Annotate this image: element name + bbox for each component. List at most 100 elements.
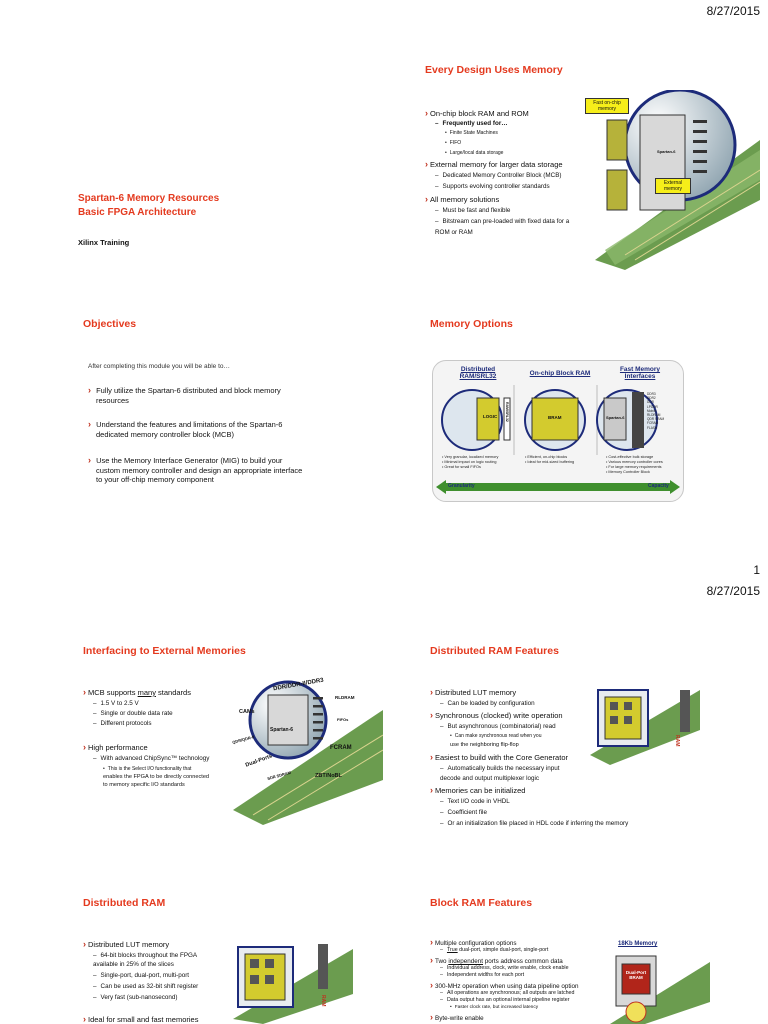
- bullet: Easiest to build with the Core Generator: [430, 752, 568, 763]
- label-fcram: FCRAM: [330, 745, 352, 751]
- objective-2-line2: dedicated memory controller block (MCB): [96, 429, 234, 439]
- col-head-fast-interfaces: Fast Memory Interfaces: [619, 366, 661, 380]
- bullet: decode and output multiplexer logic: [440, 775, 540, 782]
- bullet: Distributed LUT memory: [83, 939, 169, 950]
- ram-srl32-label: RAM/SRL32: [505, 402, 509, 422]
- bullet: Ideal for small and fast memories: [83, 1014, 198, 1024]
- memory-options-diagram: [441, 385, 658, 455]
- bullet: But asynchronous (combinatorial) read: [430, 722, 556, 731]
- bullet: Coefficient file: [430, 808, 487, 817]
- bullet: Finite State Machines: [425, 129, 498, 137]
- memory-types-list: DDR3 DDR2 DDR LPDDR Mobile RLDRAM QDR SR…: [647, 392, 664, 430]
- logic-label: LOGIC: [483, 414, 498, 419]
- bullet: Text I/O code in VHDL: [430, 797, 510, 806]
- slide5-title: Interfacing to External Memories: [83, 645, 246, 657]
- dual-port-bram-label: Dual-Port BRAM: [625, 970, 647, 980]
- bullet: Distributed LUT memory: [430, 687, 516, 698]
- slide7-title: Distributed RAM: [83, 897, 166, 909]
- col3-note: • For large memory requirements: [606, 465, 662, 469]
- label-spartan6: Spartan-6: [270, 727, 294, 733]
- objective-3-line3: to your off-chip memory component: [96, 475, 214, 484]
- bullet: Individual address, clock, write enable,…: [430, 965, 569, 972]
- bullet: ROM or RAM: [435, 229, 473, 236]
- bullet: Can be loaded by configuration: [430, 699, 535, 708]
- page-date-1: 8/27/2015: [706, 4, 760, 18]
- axis-granularity: Granularity: [448, 483, 475, 489]
- distributed-ram-diagram-2: [233, 944, 353, 1024]
- bullet: Multiple configuration options: [430, 937, 517, 949]
- memory-type: DDR3: [647, 392, 656, 396]
- bullet: Supports evolving controller standards: [425, 182, 550, 191]
- slide-interfacing-external-memories: Interfacing to External Memories MCB sup…: [83, 645, 383, 825]
- bullet: Can be used as 32-bit shift register: [83, 982, 199, 991]
- bullet: to memory specific I/O standards: [103, 782, 185, 788]
- bullet: Must be fast and flexible: [425, 206, 511, 215]
- objective-2: Understand the features and limitations …: [88, 420, 282, 439]
- page-date-2: 8/27/2015: [706, 584, 760, 598]
- bram-label: BRAM: [548, 415, 562, 420]
- objective-3-line2: custom memory controller and design an a…: [96, 465, 303, 475]
- col1-note: • Minimal impact on logic routing: [442, 460, 497, 464]
- objective-1: Fully utilize the Spartan-6 distributed …: [88, 386, 281, 405]
- bullet: This is the Select I/O functionality tha…: [83, 765, 192, 773]
- bullet: Single-port, dual-port, multi-port: [83, 971, 190, 980]
- slide-distributed-ram-features: Distributed RAM Features Distributed LUT…: [430, 645, 765, 845]
- granularity-capacity-arrow: [436, 480, 680, 494]
- col3-note: • Cost-effective bulk storage: [606, 455, 654, 459]
- memory-type: DDR2: [647, 396, 656, 401]
- bullet: FIFO: [425, 139, 461, 147]
- slide1-title-line2: Basic FPGA Architecture: [78, 207, 197, 218]
- bullet-mcb-standards: MCB supports many standards: [83, 687, 191, 698]
- underlined: True: [446, 947, 458, 953]
- slide8-title: Block RAM Features: [430, 897, 533, 909]
- slide3-title: Objectives: [83, 318, 137, 330]
- text: ports address common data: [482, 958, 563, 965]
- bullet-two-independent-ports: Two independent ports address common dat…: [430, 955, 563, 967]
- objective-1-line2: resources: [96, 395, 129, 405]
- diagram-title-18kb: 18Kb Memory: [618, 941, 658, 947]
- bullet: All operations are synchronous; all outp…: [430, 990, 575, 997]
- slide2-title: Every Design Uses Memory: [425, 64, 563, 76]
- bullet: available in 25% of the slices: [93, 961, 174, 968]
- slide-title: Spartan-6 Memory Resources Basic FPGA Ar…: [78, 50, 418, 290]
- bullet-true-dual-port: True dual-port, simple dual-port, single…: [430, 947, 548, 954]
- ram-label: RAM: [674, 735, 680, 747]
- spartan6-label: Spartan-6: [606, 415, 625, 420]
- slide-memory-options: Memory Options Distributed RAM/SRL32 On-…: [430, 318, 765, 508]
- label-rldram: RLDRAM: [335, 695, 355, 700]
- col3-note: • Memory Controller Block: [606, 470, 650, 474]
- bullet: Large/local data storage: [425, 149, 504, 157]
- col-head-distributed: Distributed RAM/SRL32: [459, 366, 497, 380]
- text: Two: [435, 958, 449, 965]
- bullet: Memories can be initialized: [430, 785, 525, 796]
- objective-3-line1: Use the Memory Interface Generator (MIG)…: [96, 456, 283, 465]
- bullet: External memory for larger data storage: [425, 159, 563, 170]
- bullet: With advanced ChipSync™ technology: [83, 754, 210, 763]
- bullet: Dedicated Memory Controller Block (MCB): [425, 171, 562, 180]
- col1-note: • Very granular, localized memory: [442, 455, 499, 459]
- bullet: Can make synchronous read when you: [430, 732, 542, 740]
- objective-3: Use the Memory Interface Generator (MIG)…: [88, 456, 302, 485]
- slide-block-ram-features: Block RAM Features Multiple configuratio…: [430, 897, 765, 1024]
- page-number: 1: [753, 563, 760, 577]
- underlined: independent: [448, 958, 483, 965]
- memory-type: DDR: [647, 400, 654, 405]
- slide1-subtitle: Xilinx Training: [78, 238, 130, 247]
- bullet: 300-MHz operation when using data pipeli…: [430, 980, 579, 992]
- bullet: Bitstream can pre-loaded with fixed data…: [425, 217, 570, 226]
- bullet-underlined: many: [137, 688, 156, 697]
- axis-capacity: Capacity: [648, 483, 669, 489]
- label-zbt: ZBT/NoBL: [315, 773, 342, 779]
- bullet: Data output has an optional internal pip…: [430, 997, 570, 1004]
- bullet: On-chip block RAM and ROM: [425, 108, 529, 119]
- slide6-title: Distributed RAM Features: [430, 645, 559, 657]
- memory-type: FLASH: [647, 425, 658, 430]
- label-cams: CAMs: [239, 709, 255, 715]
- memory-type: FCRAM: [647, 421, 659, 426]
- bullet: Independent widths for each port: [430, 972, 524, 979]
- col1-note: • Great for small FIFOs: [442, 465, 481, 469]
- bullet: Or an initialization file placed in HDL …: [430, 819, 629, 828]
- memory-type: RLDRAM: [647, 413, 661, 418]
- label-fifos: FIFOs: [337, 717, 349, 722]
- callout-fast-onchip-memory: Fast on-chip memory: [585, 98, 629, 114]
